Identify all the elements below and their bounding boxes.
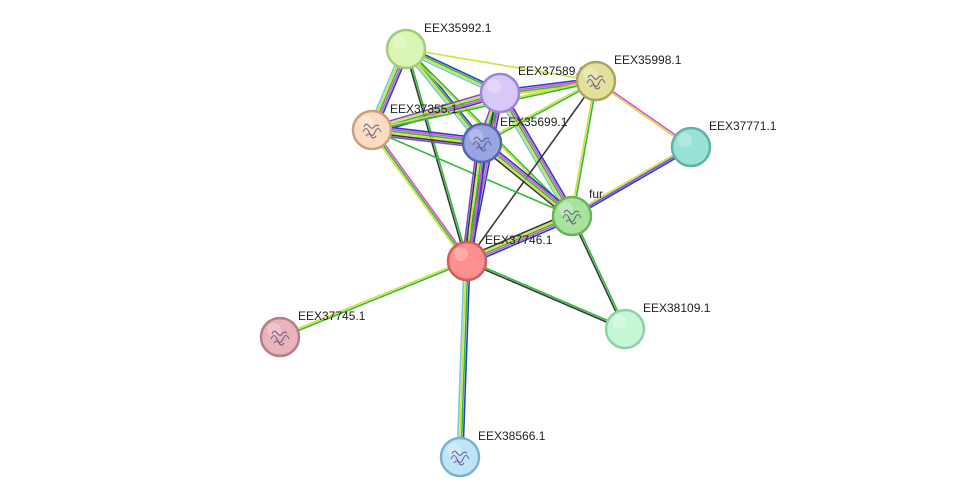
edge-evidence-line xyxy=(462,260,471,458)
node-label: EEX38566.1 xyxy=(478,429,546,443)
protein-structure-icon xyxy=(472,136,492,152)
edge-eex35998-1-eex37746-1[interactable] xyxy=(466,80,597,262)
edge-evidence-line xyxy=(402,49,481,146)
edge-eex37589-1-fur[interactable] xyxy=(495,90,577,219)
edge-eex37355-1-eex37746-1[interactable] xyxy=(369,128,470,263)
node-label: EEX37355.1 xyxy=(390,102,458,116)
node-circle xyxy=(551,195,593,237)
node-label: EEX37771.1 xyxy=(709,119,777,133)
node-eex37589-1[interactable]: EEX37589.1 xyxy=(479,64,586,114)
node-eex35998-1[interactable]: EEX35998.1 xyxy=(575,53,682,102)
edge-evidence-line xyxy=(370,90,501,129)
edge-evidence-line xyxy=(570,144,691,216)
edge-evidence-line xyxy=(570,215,625,331)
node-label: EEX35699.1 xyxy=(500,115,568,129)
edge-evidence-line xyxy=(456,260,465,458)
node-highlight xyxy=(678,133,692,147)
node-label: EEX35998.1 xyxy=(614,53,682,67)
edge-evidence-line xyxy=(458,260,467,458)
protein-structure-icon xyxy=(586,74,606,90)
edge-evidence-line xyxy=(465,261,626,331)
node-label: EEX37745.1 xyxy=(298,309,366,323)
edge-evidence-line xyxy=(278,259,468,337)
edge-evidence-line xyxy=(405,48,597,82)
edge-evidence-line xyxy=(372,128,470,261)
node-highlight xyxy=(393,35,407,49)
edge-evidence-line xyxy=(406,47,469,262)
protein-structure-icon xyxy=(270,330,290,346)
edge-evidence-line xyxy=(495,94,570,219)
node-eex37745-1[interactable]: EEX37745.1 xyxy=(259,309,366,358)
edge-eex37355-1-fur[interactable] xyxy=(371,129,573,217)
node-label: EEX35992.1 xyxy=(424,21,492,35)
node-eex35992-1[interactable]: EEX35992.1 xyxy=(385,21,492,70)
node-circle xyxy=(604,308,646,350)
protein-structure-icon xyxy=(362,123,382,139)
edge-evidence-line xyxy=(369,130,467,263)
node-eex38109-1[interactable]: EEX38109.1 xyxy=(604,301,711,350)
node-highlight xyxy=(487,79,501,93)
node-circle xyxy=(479,72,521,114)
node-circle xyxy=(670,126,712,168)
edge-evidence-line xyxy=(481,81,598,145)
edge-eex35998-1-eex35699-1[interactable] xyxy=(480,79,598,145)
node-circle xyxy=(461,122,503,164)
edge-eex35992-1-eex37746-1[interactable] xyxy=(404,47,469,263)
edge-eex37746-1-eex38566-1[interactable] xyxy=(456,260,471,458)
edge-evidence-line xyxy=(371,81,598,132)
edge-evidence-line xyxy=(404,48,467,263)
edge-evidence-line xyxy=(460,260,469,458)
node-circle xyxy=(446,240,488,282)
edge-evidence-line xyxy=(371,129,468,262)
node-fur[interactable]: fur xyxy=(551,187,603,237)
node-circle xyxy=(439,436,481,478)
node-circle xyxy=(575,60,617,102)
node-eex37746-1[interactable]: EEX37746.1 xyxy=(446,233,553,282)
edge-evidence-line xyxy=(500,91,575,216)
edges-layer xyxy=(278,45,693,458)
node-eex38566-1[interactable]: EEX38566.1 xyxy=(439,429,546,478)
edge-evidence-line xyxy=(480,79,597,143)
node-label: EEX37746.1 xyxy=(485,233,553,247)
edge-evidence-line xyxy=(466,80,597,262)
edge-evidence-line xyxy=(499,92,573,217)
node-label: EEX38109.1 xyxy=(643,301,711,315)
node-circle xyxy=(385,28,427,70)
node-label: fur xyxy=(589,187,603,201)
node-highlight xyxy=(612,315,626,329)
edge-evidence-line xyxy=(571,146,692,217)
protein-structure-icon xyxy=(562,209,582,225)
edge-eex37771-1-fur[interactable] xyxy=(570,144,693,219)
edge-evidence-line xyxy=(502,90,577,215)
node-eex37355-1[interactable]: EEX37355.1 xyxy=(351,102,458,151)
edge-eex37746-1-eex38109-1[interactable] xyxy=(465,259,627,331)
node-eex35699-1[interactable]: EEX35699.1 xyxy=(461,115,568,164)
edge-evidence-line xyxy=(279,261,469,339)
node-label: EEX37589.1 xyxy=(518,64,586,78)
edge-evidence-line xyxy=(572,214,627,330)
edge-evidence-line xyxy=(371,129,573,217)
node-highlight xyxy=(454,247,468,261)
edge-evidence-line xyxy=(370,88,500,128)
edge-eex37746-1-eex37745-1[interactable] xyxy=(278,259,469,339)
edge-evidence-line xyxy=(570,80,596,217)
edge-evidence-line xyxy=(572,147,693,219)
edge-eex35998-1-fur[interactable] xyxy=(570,80,598,217)
node-eex37771-1[interactable]: EEX37771.1 xyxy=(670,119,777,168)
edge-eex35992-1-eex35998-1[interactable] xyxy=(405,48,597,82)
edge-evidence-line xyxy=(497,93,572,218)
node-circle xyxy=(259,316,301,358)
edge-evidence-line xyxy=(466,259,627,329)
protein-structure-icon xyxy=(450,450,470,466)
edge-evidence-line xyxy=(461,141,479,262)
edge-fur-eex38109-1[interactable] xyxy=(570,214,627,331)
edge-evidence-line xyxy=(572,80,598,217)
edge-evidence-line xyxy=(470,142,488,263)
node-circle xyxy=(351,109,393,151)
